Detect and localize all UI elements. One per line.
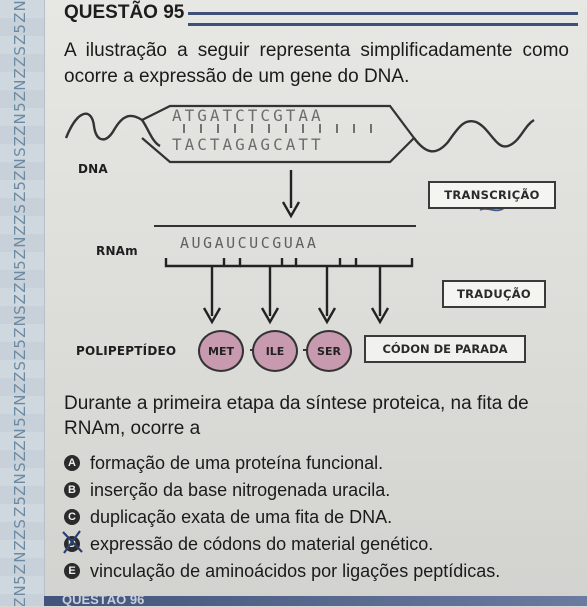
- option-letter: A: [64, 455, 80, 471]
- option-text: duplicação exata de uma fita de DNA.: [90, 507, 393, 527]
- question-stem: Durante a primeira etapa da síntese prot…: [64, 393, 529, 439]
- option-letter: E: [64, 563, 80, 579]
- option-a[interactable]: A formação de uma proteína funcional.: [64, 452, 383, 474]
- dna-helix-left-lower: [141, 119, 161, 148]
- rna-strand: AUGAUCUCGUAA: [180, 234, 319, 252]
- option-b[interactable]: B inserção da base nitrogenada uracila.: [64, 479, 390, 501]
- transcription-arrow-head: [281, 201, 301, 219]
- dna-bottom-strand: TACTAGAGCATT: [172, 135, 324, 154]
- amino-acid-met: MET: [198, 330, 244, 372]
- translation-brackets: [164, 258, 414, 268]
- amino-acid-ile: ILE: [252, 330, 298, 372]
- gene-expression-diagram: [64, 104, 535, 351]
- translation-box: TRADUÇÃO: [442, 280, 546, 308]
- option-text: vinculação de aminoácidos por ligações p…: [90, 561, 501, 581]
- dna-helix-right: [413, 118, 535, 153]
- transcription-box: TRANSCRIÇÃO: [428, 181, 556, 209]
- option-text: formação de uma proteína funcional.: [90, 453, 384, 473]
- option-letter: B: [64, 482, 80, 498]
- handwritten-mark: [479, 207, 505, 212]
- option-letter: C: [64, 509, 80, 525]
- next-question-bar: [44, 596, 587, 606]
- margin-glyph: ZN: [11, 584, 29, 606]
- base-pair-ticks: [183, 124, 372, 133]
- rna-label: RNAm: [96, 244, 138, 258]
- crossed-out-mark-icon: [62, 530, 83, 554]
- polypeptide-label: POLIPEPTÍDEO: [76, 344, 177, 358]
- option-e[interactable]: E vinculação de aminoácidos por ligações…: [64, 560, 500, 582]
- option-text: expressão de códons do material genético…: [90, 534, 434, 554]
- option-text: inserção da base nitrogenada uracila.: [90, 480, 391, 500]
- next-question-title: QUESTÃO 96: [62, 592, 145, 607]
- question-title: QUESTÃO 95: [64, 2, 185, 23]
- amino-acid-ser: SER: [306, 330, 352, 372]
- title-rule: [188, 12, 578, 26]
- dna-top-strand: ATGATCTCGTAA: [172, 106, 324, 125]
- translation-arrows: [202, 266, 390, 325]
- stop-codon-box: CÓDON DE PARADA: [364, 335, 526, 363]
- option-d[interactable]: D expressão de códons do material genéti…: [64, 533, 433, 555]
- question-intro: A ilustração a seguir representa simplif…: [64, 40, 569, 87]
- dna-label: DNA: [78, 162, 108, 176]
- option-c[interactable]: C duplicação exata de uma fita de DNA.: [64, 506, 392, 528]
- dna-helix-left: [64, 112, 143, 141]
